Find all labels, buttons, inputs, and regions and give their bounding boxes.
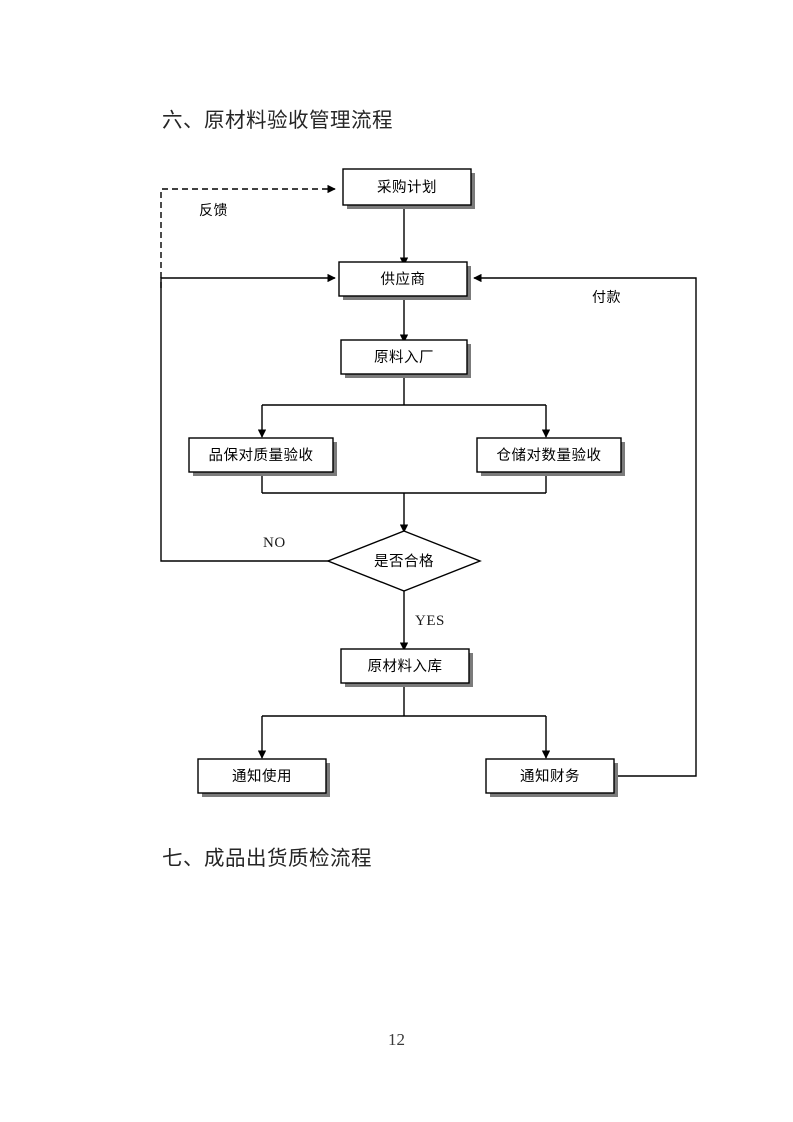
node-material-arrival-label: 原料入厂 <box>374 349 434 366</box>
section-heading-seven: 七、成品出货质检流程 <box>162 848 372 870</box>
edge-no-loop-to-supplier <box>160 273 340 562</box>
node-warehouse-quantity[interactable]: 仓储对数量验收 <box>476 437 625 476</box>
node-supplier[interactable]: 供应商 <box>338 261 471 300</box>
node-notify-finance-label: 通知财务 <box>520 768 580 785</box>
edge-label-yes: YES <box>415 613 445 629</box>
node-qa-quality[interactable]: 品保对质量验收 <box>188 437 337 476</box>
flowchart-svg: 采购计划 供应商 原料入厂 品保对质量验收 <box>160 168 697 797</box>
flowchart-container: 采购计划 供应商 原料入厂 品保对质量验收 <box>0 150 793 830</box>
node-notify-use-label: 通知使用 <box>232 768 292 785</box>
node-material-instock[interactable]: 原材料入库 <box>340 648 473 687</box>
page-number: 12 <box>388 1030 405 1049</box>
edge-feedback-dashed <box>160 184 336 288</box>
node-notify-use[interactable]: 通知使用 <box>197 758 330 797</box>
edge-label-feedback: 反馈 <box>199 203 228 219</box>
section-heading-six: 六、原材料验收管理流程 <box>162 110 393 132</box>
node-material-arrival[interactable]: 原料入厂 <box>340 339 471 378</box>
node-notify-finance[interactable]: 通知财务 <box>485 758 618 797</box>
node-warehouse-quantity-label: 仓储对数量验收 <box>497 447 602 464</box>
node-purchase-plan[interactable]: 采购计划 <box>342 168 475 209</box>
node-decision-qualified[interactable]: 是否合格 <box>326 530 482 592</box>
edge-payment-return <box>473 273 697 777</box>
node-qa-quality-label: 品保对质量验收 <box>209 447 314 464</box>
edge-label-no: NO <box>263 535 286 551</box>
node-material-instock-label: 原材料入库 <box>368 658 443 675</box>
node-decision-qualified-label: 是否合格 <box>374 553 434 570</box>
edge-label-payment: 付款 <box>592 290 621 306</box>
node-purchase-plan-label: 采购计划 <box>377 179 437 196</box>
node-supplier-label: 供应商 <box>381 270 426 288</box>
